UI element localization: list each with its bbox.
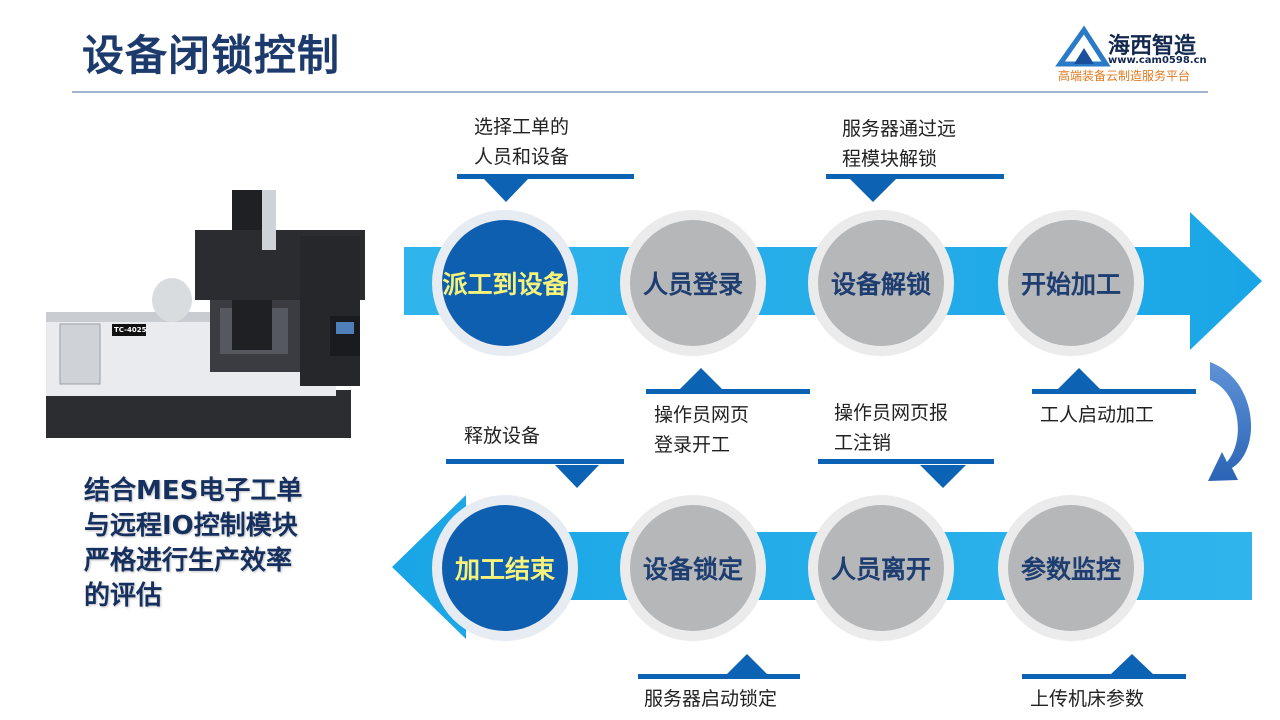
note-bar — [638, 674, 800, 679]
note-pointer — [680, 368, 722, 389]
step-personnel-leave: 人员离开 — [818, 505, 944, 631]
cnc-machine-image — [46, 190, 365, 438]
note-remote-unlock: 服务器通过远程模块解锁 — [842, 118, 957, 170]
step-dispatch-to-equipment: 派工到设备 — [442, 220, 568, 346]
note-pointer — [850, 179, 896, 202]
note-worker-start: 工人启动加工 — [1040, 404, 1155, 426]
note-bar — [826, 174, 1004, 179]
title-divider — [72, 91, 1208, 93]
note-release-equipment: 释放设备 — [464, 425, 541, 447]
step-start-processing: 开始加工 — [1008, 220, 1134, 346]
note-pointer — [484, 179, 528, 202]
note-bar — [457, 174, 634, 179]
note-operator-login: 操作员网页登录开工 — [654, 404, 750, 456]
note-bar — [1032, 389, 1196, 394]
step-equipment-lock: 设备锁定 — [630, 505, 756, 631]
note-operator-logout: 操作员网页报工注销 — [834, 402, 949, 454]
note-bar — [818, 459, 994, 464]
note-bar — [646, 389, 810, 394]
step-processing-end: 加工结束 — [442, 505, 568, 631]
logo-url: www.cam0598.cn — [1108, 55, 1207, 66]
note-pointer — [920, 465, 966, 488]
note-select-work-order: 选择工单的人员和设备 — [474, 116, 570, 168]
note-pointer — [555, 465, 599, 488]
summary-text: 结合MES电子工单 与远程IO控制模块 严格进行生产效率 的评估 — [84, 474, 302, 614]
page-title: 设备闭锁控制 — [82, 31, 341, 80]
step-parameter-monitoring: 参数监控 — [1008, 505, 1134, 631]
note-pointer — [1058, 368, 1100, 389]
summary-line: 与远程IO控制模块 — [84, 511, 298, 541]
logo-tagline: 高端装备云制造服务平台 — [1058, 69, 1191, 83]
logo-name: 海西智造 — [1108, 34, 1197, 59]
note-bar — [1022, 674, 1186, 679]
note-server-lock: 服务器启动锁定 — [644, 688, 778, 710]
note-upload-parameters: 上传机床参数 — [1030, 688, 1145, 710]
step-personnel-login: 人员登录 — [630, 220, 756, 346]
logo-mark — [1055, 25, 1111, 67]
machine-model-label: TC-4025 — [114, 326, 147, 334]
summary-line: 严格进行生产效率 — [84, 546, 293, 576]
note-bar — [446, 459, 624, 464]
step-equipment-unlock: 设备解锁 — [818, 220, 944, 346]
summary-line: 结合MES电子工单 — [84, 476, 303, 506]
summary-line: 的评估 — [84, 581, 163, 611]
return-curve-arrow — [1208, 362, 1252, 481]
note-pointer — [726, 654, 768, 675]
note-pointer — [1110, 654, 1154, 675]
